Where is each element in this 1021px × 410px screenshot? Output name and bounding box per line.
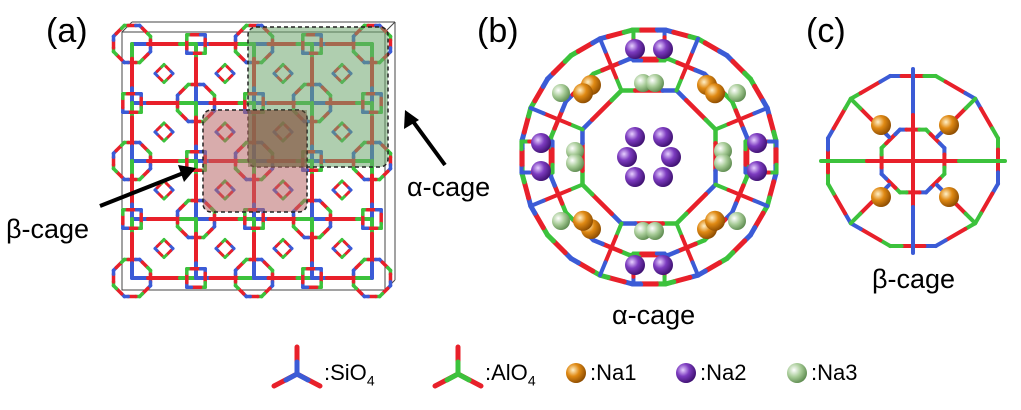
alpha-cage-label-b: α-cage — [612, 300, 696, 330]
legend-label-sio4: :SiO4 — [324, 360, 375, 389]
panel-c — [819, 67, 1007, 255]
legend — [271, 344, 807, 389]
legend-label-na3: :Na3 — [811, 360, 858, 385]
panel-a-label: (a) — [46, 12, 88, 50]
legend-label-na2: :Na2 — [700, 360, 747, 385]
alo4-tetrahedron-icon — [432, 344, 484, 389]
beta-cage-label-c: β-cage — [872, 264, 956, 294]
panel-b — [519, 27, 779, 287]
beta-cage-label-a: β-cage — [6, 214, 90, 244]
alpha-cage-structure — [519, 27, 779, 287]
alpha-cage-arrow — [404, 110, 447, 167]
panel-b-label: (b) — [477, 12, 519, 50]
na1-ions — [871, 115, 959, 207]
overlap-region — [248, 110, 307, 167]
na3-sphere-icon — [787, 363, 807, 383]
legend-label-alo4: :AlO4 — [485, 360, 536, 389]
beta-cage-structure — [819, 67, 1007, 255]
alpha-cage-label-a: α-cage — [407, 172, 491, 202]
panel-c-label: (c) — [806, 12, 846, 50]
legend-label-na1: :Na1 — [590, 360, 637, 385]
panel-a — [99, 21, 447, 299]
na1-sphere-icon — [566, 363, 586, 383]
sodium-ions — [531, 39, 767, 275]
na2-sphere-icon — [676, 363, 696, 383]
beta-cage-highlight — [202, 109, 308, 213]
sio4-tetrahedron-icon — [271, 344, 323, 389]
beta-cage-arrow — [99, 165, 196, 208]
